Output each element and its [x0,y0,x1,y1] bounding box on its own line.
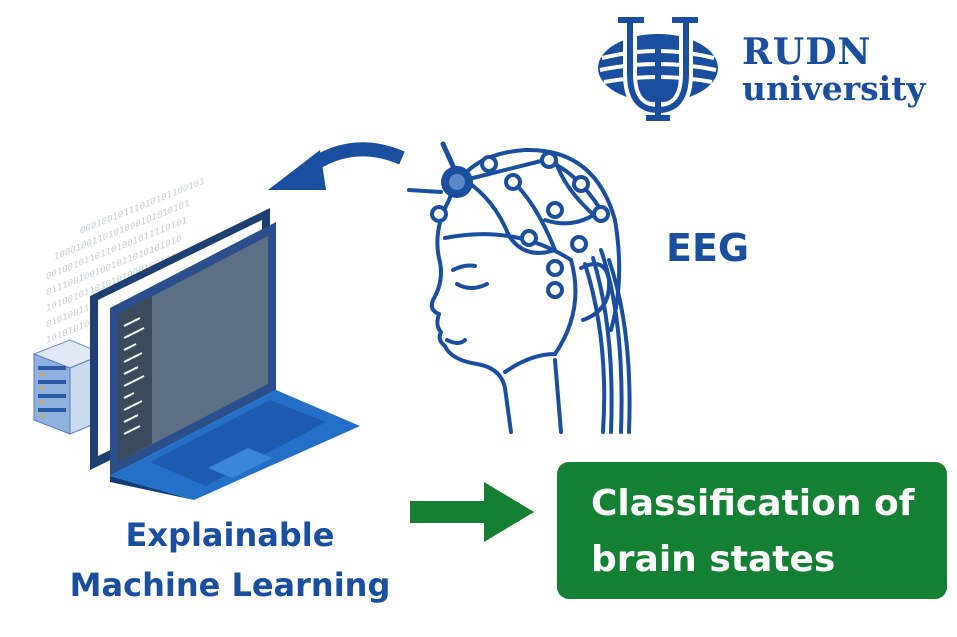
eeg-label: EEG [666,226,750,270]
xml-label-line2: Machine Learning [69,566,391,604]
university-name-line2: university [742,69,926,108]
xml-label-line1: Explainable [125,516,335,554]
right-arrow-icon [410,482,534,542]
rudn-logo-icon [598,17,718,121]
result-label-line1: Classification of [591,483,915,524]
result-box: Classification of brain states [557,462,947,599]
laptop-icon [90,208,360,500]
head-eeg-cap-icon [407,141,632,434]
university-name-line1: RUDN [742,31,872,73]
result-label-line2: brain states [591,539,836,580]
xml-label: Explainable Machine Learning [30,510,430,610]
result-label: Classification of brain states [591,476,931,588]
university-name: RUDN university [742,34,926,105]
curved-arrow-icon [268,142,405,190]
